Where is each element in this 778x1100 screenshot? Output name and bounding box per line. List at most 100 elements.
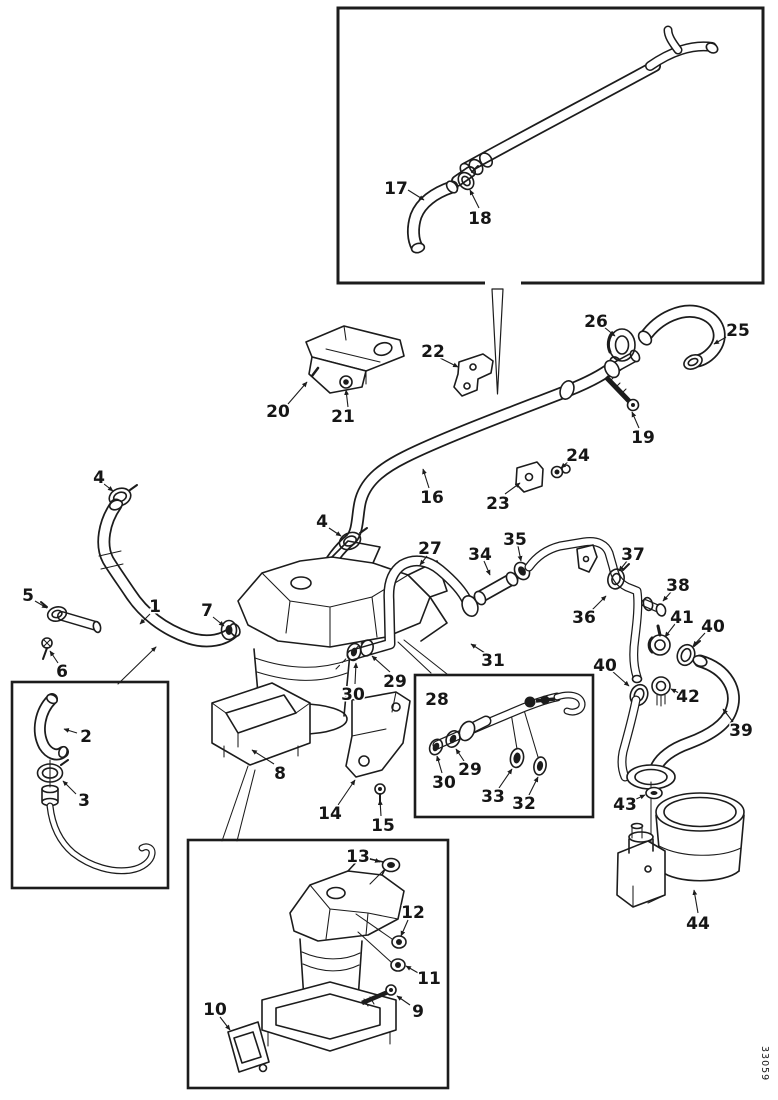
- callout-17: 17: [384, 179, 408, 199]
- leader-line-10: [219, 1016, 231, 1031]
- bracket-8-drawing: [211, 682, 311, 766]
- leader-line-4: [328, 527, 342, 537]
- leader-line-35: [517, 545, 523, 562]
- leader-line-18: [469, 189, 480, 209]
- inset-pointer-triangle: [491, 288, 504, 395]
- clamp-3-drawing: [36, 759, 69, 788]
- leader-line-6: [49, 650, 59, 664]
- callout-27: 27: [418, 539, 442, 559]
- leader-line-40: [692, 632, 706, 647]
- screw-24-drawing: [550, 464, 571, 479]
- callout-37: 37: [621, 545, 645, 565]
- grommet-11-drawing: [390, 958, 406, 972]
- callout-35: 35: [503, 530, 527, 550]
- callout-21: 21: [331, 407, 355, 427]
- callout-26: 26: [584, 312, 608, 332]
- gasket-10-drawing: [227, 1021, 270, 1073]
- callout-19: 19: [631, 428, 655, 448]
- reservoir-44-drawing: [616, 792, 745, 908]
- callout-9: 9: [412, 1002, 424, 1022]
- callout-34: 34: [468, 545, 492, 565]
- leader-line-23: [504, 482, 521, 495]
- callout-10: 10: [203, 1000, 227, 1020]
- hose-1-drawing: [97, 498, 241, 648]
- sleeve-34-drawing: [473, 571, 519, 606]
- leader-line-17: [407, 189, 425, 201]
- callout-25: 25: [726, 321, 750, 341]
- callout-29: 29: [458, 760, 482, 780]
- leader-line-29: [371, 655, 391, 673]
- callout-22: 22: [421, 342, 445, 362]
- bracket-22-drawing: [453, 353, 494, 397]
- leader-line-19: [631, 411, 640, 429]
- leader-line-41: [664, 623, 676, 638]
- leader-line-11: [405, 965, 421, 975]
- inset-box-detail-2-3: [10, 680, 170, 890]
- leader-line-9: [396, 995, 411, 1006]
- leader-line-13: [367, 857, 381, 863]
- leader-line-39: [722, 708, 734, 723]
- callout-29: 29: [383, 672, 407, 692]
- callout-43: 43: [613, 795, 637, 815]
- callout-41: 41: [670, 608, 694, 628]
- screw-6-drawing: [41, 637, 53, 660]
- fitting-42-drawing: [651, 676, 671, 707]
- leader-line-15: [377, 799, 383, 817]
- callout-16: 16: [420, 488, 444, 508]
- callout-2: 2: [80, 727, 92, 747]
- clamp-23-drawing: [515, 461, 544, 493]
- hose-39-drawing: [626, 654, 740, 790]
- bolt-19-drawing: [604, 375, 640, 412]
- callout-14: 14: [318, 804, 342, 824]
- clamp-30-inset-drawing: [428, 738, 444, 756]
- callout-33: 33: [481, 787, 505, 807]
- clamp-33-drawing: [509, 747, 525, 769]
- inset-box-detail-28: [413, 673, 595, 819]
- inset-box-detail-9-13: [186, 838, 450, 1090]
- callout-7: 7: [201, 601, 213, 621]
- leader-line-14: [337, 779, 356, 806]
- hose-25-drawing: [637, 304, 726, 370]
- callout-30: 30: [341, 685, 365, 705]
- clamp-18-drawing: [457, 165, 479, 191]
- callout-30: 30: [432, 773, 456, 793]
- pump-main-drawing: [211, 540, 448, 804]
- clamp-4-mid-drawing: [338, 527, 368, 551]
- bracket-20-21-drawing: [305, 325, 405, 394]
- detail-17-18-art: [407, 25, 719, 254]
- leader-line-44: [692, 889, 699, 914]
- leader-line-40: [611, 670, 630, 687]
- leader-line-2: [63, 728, 78, 734]
- callout-23: 23: [486, 494, 510, 514]
- leader-line-31: [470, 643, 486, 654]
- leader-line-21: [344, 389, 349, 408]
- inset-box-detail-17-18: [336, 6, 765, 285]
- pump-44-drawing: [616, 822, 666, 908]
- leader-line-24: [560, 459, 571, 469]
- callout-42: 42: [676, 687, 700, 707]
- callout-4: 4: [316, 512, 328, 532]
- clamp-37-drawing: [607, 563, 630, 590]
- detail-2-3-art: [33, 693, 156, 875]
- callout-11: 11: [417, 969, 441, 989]
- leader-line-27: [419, 555, 428, 566]
- callout-18: 18: [468, 209, 492, 229]
- leader-line-8: [251, 749, 275, 765]
- leader-line-38: [662, 591, 672, 602]
- inset-boxes: [10, 6, 765, 1090]
- leader-line-37: [618, 560, 628, 572]
- leader-line-34: [483, 560, 491, 576]
- leader-line-36: [591, 595, 607, 611]
- callout-1: 1: [149, 597, 161, 617]
- leader-line-3: [62, 780, 77, 795]
- figure-code: 33059: [759, 1046, 770, 1081]
- grommet-7-drawing: [220, 619, 238, 641]
- callout-36: 36: [572, 608, 596, 628]
- callout-3: 3: [78, 791, 90, 811]
- leader-line-43: [633, 794, 646, 801]
- leader-line-25: [713, 335, 729, 345]
- pipe-lower-drawing: [617, 695, 641, 782]
- grommet-13-drawing: [381, 857, 401, 873]
- fitting-38-drawing: [641, 596, 667, 617]
